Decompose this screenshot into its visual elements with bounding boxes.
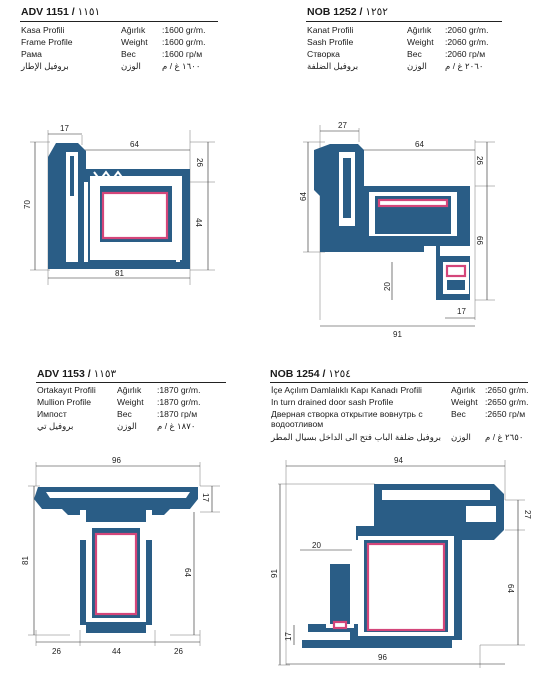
dim-label: 20 — [383, 282, 392, 291]
title-underline — [270, 382, 528, 383]
dim-label: 64 — [415, 140, 424, 149]
dim-label: 27 — [523, 510, 532, 519]
dim-label: 44 — [112, 647, 121, 656]
dim-label: 26 — [475, 156, 484, 165]
dim-label: 91 — [393, 330, 402, 339]
dim-label: 64 — [130, 140, 139, 149]
mullion-profile-drawing: 96 81 17 64 26 44 26 — [21, 456, 220, 656]
dim-label: 17 — [60, 124, 69, 133]
dim-label: 91 — [270, 569, 279, 578]
dim-label: 96 — [112, 456, 121, 465]
dim-label: 17 — [457, 307, 466, 316]
title-underline — [306, 21, 502, 22]
profile-title: NOB 1252 / ١٢٥٢ — [307, 6, 388, 18]
dim-label: 26 — [195, 158, 204, 167]
dim-label: 66 — [475, 236, 484, 245]
profile-code-arabic: ١٢٥٢ — [365, 6, 388, 18]
dim-label: 27 — [338, 121, 347, 130]
sash-profile-drawing: 27 64 64 26 66 20 17 91 — [299, 121, 495, 339]
dim-label: 81 — [21, 556, 30, 565]
dim-label: 96 — [378, 653, 387, 662]
profile-code: NOB 1254 — [270, 368, 320, 380]
profile-code-arabic: ١٢٥٤ — [328, 368, 351, 380]
dim-label: 81 — [115, 269, 124, 278]
dim-label: 44 — [194, 218, 203, 227]
title-underline — [20, 21, 218, 22]
dim-label: 70 — [23, 200, 32, 209]
door-sash-profile-drawing: 94 27 20 91 64 17 96 — [270, 456, 532, 668]
profile-title: ADV 1151 / ١١٥١ — [21, 6, 101, 18]
profile-title: NOB 1254 / ١٢٥٤ — [270, 368, 351, 380]
profile-code-arabic: ١١٥١ — [77, 6, 101, 18]
dim-label: 17 — [201, 493, 210, 502]
profile-title: ADV 1153 / ١١٥٣ — [37, 368, 117, 380]
dim-label: 94 — [394, 456, 403, 465]
dim-label: 17 — [284, 632, 293, 641]
profile-code-arabic: ١١٥٣ — [93, 368, 117, 380]
profile-code: ADV 1151 — [21, 6, 69, 18]
dim-label: 26 — [174, 647, 183, 656]
frame-profile-drawing: 17 64 70 26 44 81 — [23, 124, 215, 285]
dim-label: 64 — [506, 584, 515, 593]
dim-label: 20 — [312, 541, 321, 550]
dim-label: 26 — [52, 647, 61, 656]
profile-code: NOB 1252 — [307, 6, 357, 18]
dim-label: 64 — [183, 568, 192, 577]
dim-label: 64 — [299, 192, 308, 201]
title-underline — [36, 382, 226, 383]
profile-code: ADV 1153 — [37, 368, 85, 380]
